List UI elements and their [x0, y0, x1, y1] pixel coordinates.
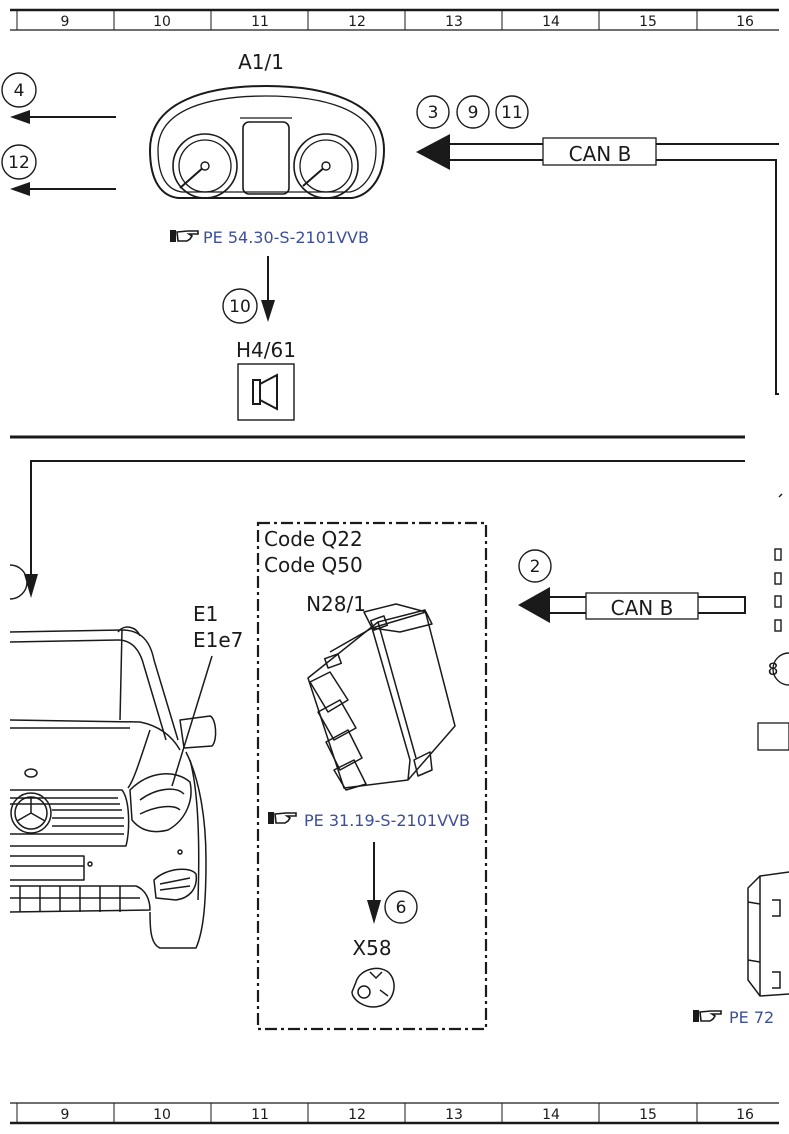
- instrument-cluster: A1/1: [148, 50, 386, 199]
- connector-drawing: [351, 967, 395, 1008]
- grid-col-12-bottom: 12: [348, 1107, 366, 1123]
- lamp-labels: E1 E1e7: [171, 602, 243, 787]
- marker-9: 9: [456, 95, 490, 129]
- svg-text:11: 11: [501, 103, 523, 123]
- cluster-ref-text: PE 54.30-S-2101VVB: [203, 228, 369, 247]
- grid-col-14: 14: [542, 14, 560, 30]
- grid-col-11-bottom: 11: [251, 1107, 269, 1123]
- connector: X58: [351, 936, 395, 1008]
- can-b-bus-top: CAN B: [416, 134, 779, 395]
- marker-3: 3: [416, 95, 450, 129]
- control-unit-box: Code Q22 Code Q50 N28/1: [256, 521, 488, 1031]
- cluster-label: A1/1: [238, 50, 284, 74]
- right-edge-module: [747, 871, 789, 997]
- grid-col-10: 10: [153, 14, 171, 30]
- control-unit-module: [307, 603, 456, 791]
- marker-8: 8: [768, 652, 789, 686]
- right-module-reference[interactable]: PE 72: [693, 1008, 774, 1027]
- grid-col-15: 15: [639, 14, 657, 30]
- lamp-label-e1: E1: [193, 602, 218, 626]
- connector-label: X58: [352, 936, 391, 960]
- svg-text:10: 10: [229, 297, 251, 317]
- grid-col-11: 11: [251, 14, 269, 30]
- reference-hand-icon: [693, 1010, 722, 1022]
- grid-col-13: 13: [445, 14, 463, 30]
- control-unit-reference[interactable]: PE 31.19-S-2101VVB: [268, 811, 470, 830]
- grid-col-13-bottom: 13: [445, 1107, 463, 1123]
- cluster-reference[interactable]: PE 54.30-S-2101VVB: [170, 228, 369, 247]
- control-unit-label: N28/1: [306, 592, 366, 616]
- svg-text:4: 4: [14, 81, 25, 101]
- svg-text:9: 9: [468, 103, 479, 123]
- marker-12: 12: [1, 144, 37, 180]
- marker-11: 11: [495, 95, 529, 129]
- horn-label: H4/61: [236, 338, 296, 362]
- reference-hand-icon: [170, 230, 199, 242]
- grid-col-9: 9: [61, 14, 70, 30]
- can-b-bus-middle: CAN B: [518, 587, 746, 623]
- speaker-icon: [252, 373, 278, 411]
- grid-col-16-bottom: 16: [736, 1107, 754, 1123]
- horn: H4/61: [236, 338, 296, 421]
- can-b-label-top: CAN B: [569, 142, 632, 166]
- cluster-output-arrows: [10, 110, 116, 196]
- right-edge-box: [757, 722, 789, 751]
- right-module-ref-text: PE 72: [729, 1008, 774, 1027]
- lamp-label-e1e7: E1e7: [193, 628, 243, 652]
- code-q50: Code Q50: [264, 553, 363, 577]
- svg-text:2: 2: [530, 557, 541, 577]
- top-grid-strip: 9 10 11 12 13 14 15 16: [10, 8, 779, 31]
- reference-hand-icon: [268, 812, 297, 824]
- control-unit-ref-text: PE 31.19-S-2101VVB: [304, 811, 470, 830]
- marker-2: 2: [518, 549, 552, 583]
- marker-6: 6: [384, 890, 418, 924]
- svg-text:6: 6: [396, 898, 407, 918]
- marker-10: 10: [222, 288, 258, 324]
- grid-col-16: 16: [736, 14, 754, 30]
- control-to-connector-arrow: [367, 842, 381, 924]
- mercedes-star-icon: [16, 797, 46, 822]
- svg-text:8: 8: [768, 660, 779, 680]
- grid-col-12: 12: [348, 14, 366, 30]
- cluster-to-horn-arrow: [261, 256, 275, 322]
- marker-4: 4: [1, 72, 37, 108]
- svg-text:12: 12: [8, 153, 30, 173]
- grid-col-15-bottom: 15: [639, 1107, 657, 1123]
- bottom-grid-strip: 9 10 11 12 13 14 15 16: [10, 1102, 779, 1125]
- can-b-label-middle: CAN B: [611, 596, 674, 620]
- svg-text:3: 3: [428, 103, 439, 123]
- vehicle-front: [9, 626, 217, 949]
- grid-col-9-bottom: 9: [61, 1107, 70, 1123]
- grid-col-10-bottom: 10: [153, 1107, 171, 1123]
- feed-line: [9, 460, 745, 600]
- right-edge-pins: [774, 493, 783, 632]
- code-q22: Code Q22: [264, 527, 363, 551]
- grid-col-14-bottom: 14: [542, 1107, 560, 1123]
